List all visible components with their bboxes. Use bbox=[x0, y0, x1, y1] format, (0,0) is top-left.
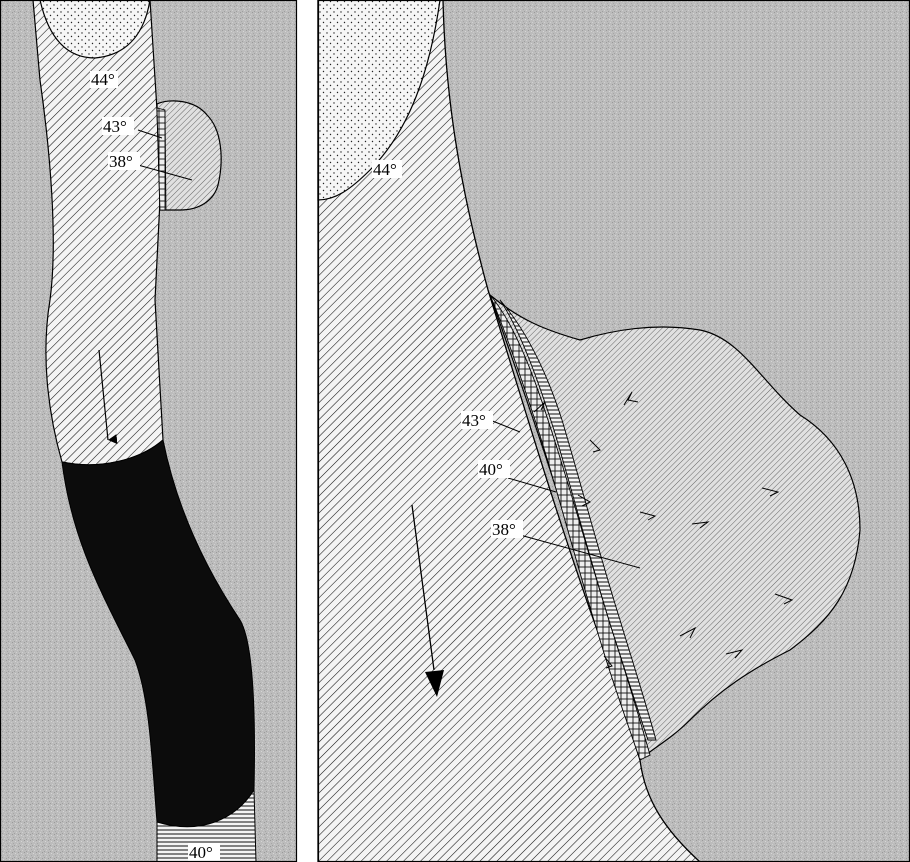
right-angle-43: 43° bbox=[462, 411, 486, 430]
left-angle-40: 40° bbox=[189, 843, 213, 862]
left-angle-38: 38° bbox=[109, 152, 133, 171]
left-panel: 44° 43° 38° 40° bbox=[0, 0, 297, 862]
right-panel: 44° 43° 40° 38° bbox=[318, 0, 910, 862]
right-angle-44: 44° bbox=[373, 160, 397, 179]
left-angle-43: 43° bbox=[103, 117, 127, 136]
left-angle-44: 44° bbox=[91, 70, 115, 89]
right-angle-38: 38° bbox=[492, 520, 516, 539]
right-angle-40: 40° bbox=[479, 460, 503, 479]
